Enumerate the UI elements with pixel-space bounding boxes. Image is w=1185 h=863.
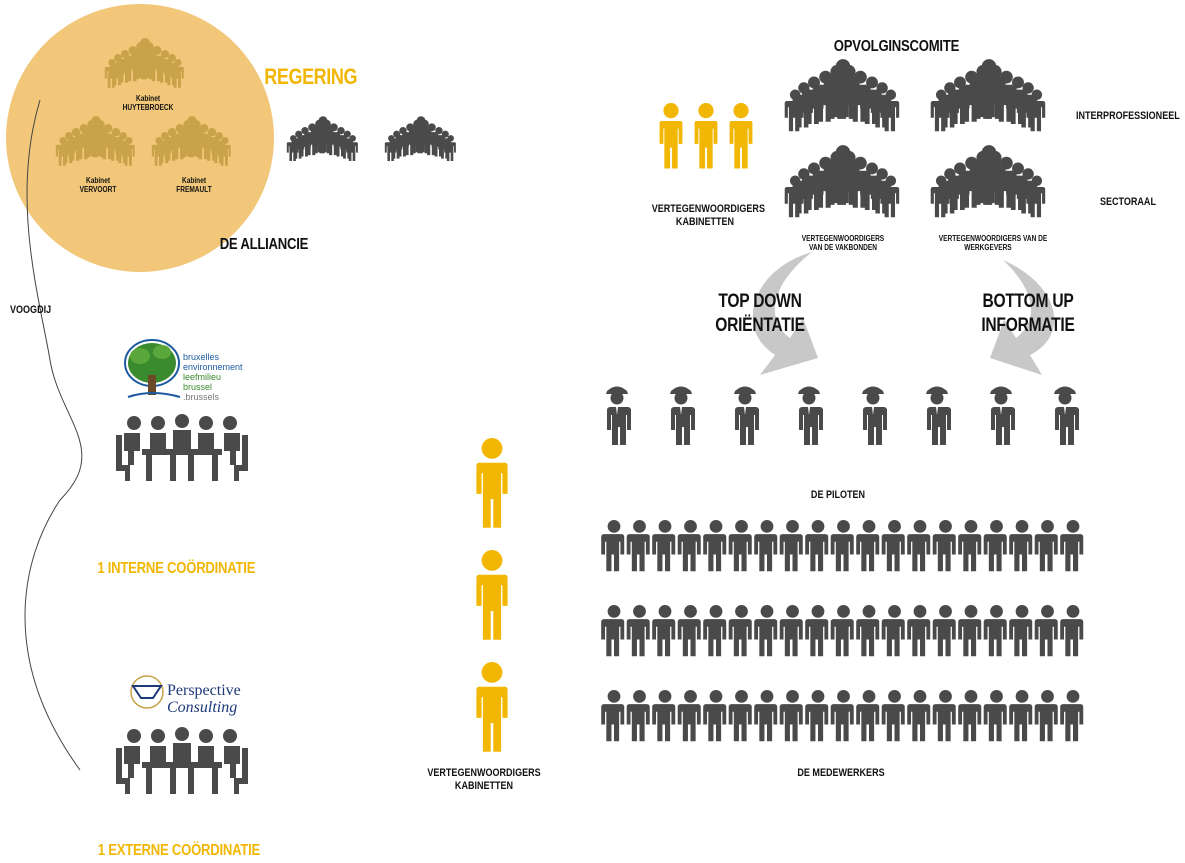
worker-icon — [626, 520, 650, 572]
worker-icon — [1060, 520, 1084, 572]
de-alliancie-label: DE ALLIANCIE — [219, 236, 309, 253]
worker-icon — [728, 605, 752, 657]
worker-icon — [1009, 690, 1033, 742]
worker-icon — [881, 605, 905, 657]
worker-icon — [932, 605, 956, 657]
worker-icon — [958, 520, 982, 572]
worker-icon — [754, 690, 778, 742]
worker-icon — [805, 605, 829, 657]
worker-icon — [652, 690, 676, 742]
worker-icon — [601, 605, 625, 657]
externe-coordinatie-label: 1 EXTERNE COÖRDINATIE — [97, 842, 261, 859]
bottom-up-label: BOTTOM UP INFORMATIE — [981, 291, 1075, 336]
worker-icon — [1034, 690, 1058, 742]
worker-icon — [677, 690, 701, 742]
worker-icon — [856, 605, 880, 657]
worker-icon — [1009, 605, 1033, 657]
worker-icon — [779, 605, 803, 657]
bottom-up-arrow — [990, 260, 1055, 375]
interne-coordinatie-label: 1 INTERNE COÖRDINATIE — [97, 560, 256, 577]
brussels-environment-logo: bruxelles environnement leefmilieu bruss… — [183, 352, 243, 402]
worker-icon — [1034, 605, 1058, 657]
worker-icon — [856, 690, 880, 742]
worker-icon — [677, 605, 701, 657]
de-medewerkers-label: DE MEDEWERKERS — [797, 767, 885, 779]
worker-icon — [805, 690, 829, 742]
worker-icon — [907, 605, 931, 657]
opvolginscomite-label: OPVOLGINSCOMITE — [833, 38, 960, 55]
worker-icon — [703, 605, 727, 657]
worker-icon — [856, 520, 880, 572]
worker-icon — [830, 520, 854, 572]
worker-icon — [907, 520, 931, 572]
worker-icon — [932, 520, 956, 572]
worker-icon — [728, 690, 752, 742]
top-down-label: TOP DOWN ORIËNTATIE — [715, 291, 805, 336]
perspective-logo-icon — [130, 675, 164, 709]
worker-icon — [1060, 690, 1084, 742]
worker-icon — [652, 605, 676, 657]
voogdij-label: VOOGDIJ — [10, 304, 52, 316]
worker-icon — [881, 690, 905, 742]
worker-icon — [958, 690, 982, 742]
worker-icon — [626, 690, 650, 742]
worker-icon — [830, 605, 854, 657]
voogdij-connector — [24, 99, 83, 771]
worker-icon — [1060, 605, 1084, 657]
vertegenwoordigers-werkgevers-label: VERTEGENWOORDIGERS VAN DE WERKGEVERS — [938, 234, 1048, 252]
top-down-arrow — [752, 252, 818, 375]
kabinet-huytebroeck-label: Kabinet HUYTEBROECK — [122, 94, 174, 112]
worker-icon — [805, 520, 829, 572]
regering-label: REGERING — [264, 64, 358, 89]
worker-icon — [881, 520, 905, 572]
worker-icon — [907, 690, 931, 742]
worker-icon — [830, 690, 854, 742]
government-circle — [6, 4, 274, 272]
worker-icon — [983, 690, 1007, 742]
worker-icon — [1009, 520, 1033, 572]
interprofessioneel-label: INTERPROFESSIONEEL — [1076, 110, 1180, 122]
worker-icon — [958, 605, 982, 657]
perspective-consulting-logo: Perspective Consulting — [167, 682, 241, 716]
sectoraal-label: SECTORAAL — [1100, 196, 1156, 208]
worker-icon — [1034, 520, 1058, 572]
worker-icon — [601, 520, 625, 572]
worker-icon — [703, 690, 727, 742]
worker-icon — [932, 690, 956, 742]
worker-icon — [754, 520, 778, 572]
kabinet-fremault-label: Kabinet FREMAULT — [176, 176, 212, 194]
kabinet-vervoort-label: Kabinet VERVOORT — [79, 176, 117, 194]
worker-icon — [601, 690, 625, 742]
vertegenwoordigers-kabinetten-top-label: VERTEGENWOORDIGERS KABINETTEN — [651, 203, 765, 228]
worker-icon — [728, 520, 752, 572]
worker-icon — [703, 520, 727, 572]
worker-icon — [677, 520, 701, 572]
vertegenwoordigers-kabinetten-bottom-label: VERTEGENWOORDIGERS KABINETTEN — [427, 767, 541, 792]
worker-icon — [652, 520, 676, 572]
worker-icon — [754, 605, 778, 657]
worker-icon — [983, 605, 1007, 657]
worker-icon — [983, 520, 1007, 572]
tree-logo-icon — [124, 339, 181, 398]
vertegenwoordigers-vakbonden-label: VERTEGENWOORDIGERS VAN DE VAKBONDEN — [801, 234, 885, 252]
worker-icon — [626, 605, 650, 657]
de-piloten-label: DE PILOTEN — [810, 489, 866, 501]
worker-icon — [779, 520, 803, 572]
worker-icon — [779, 690, 803, 742]
